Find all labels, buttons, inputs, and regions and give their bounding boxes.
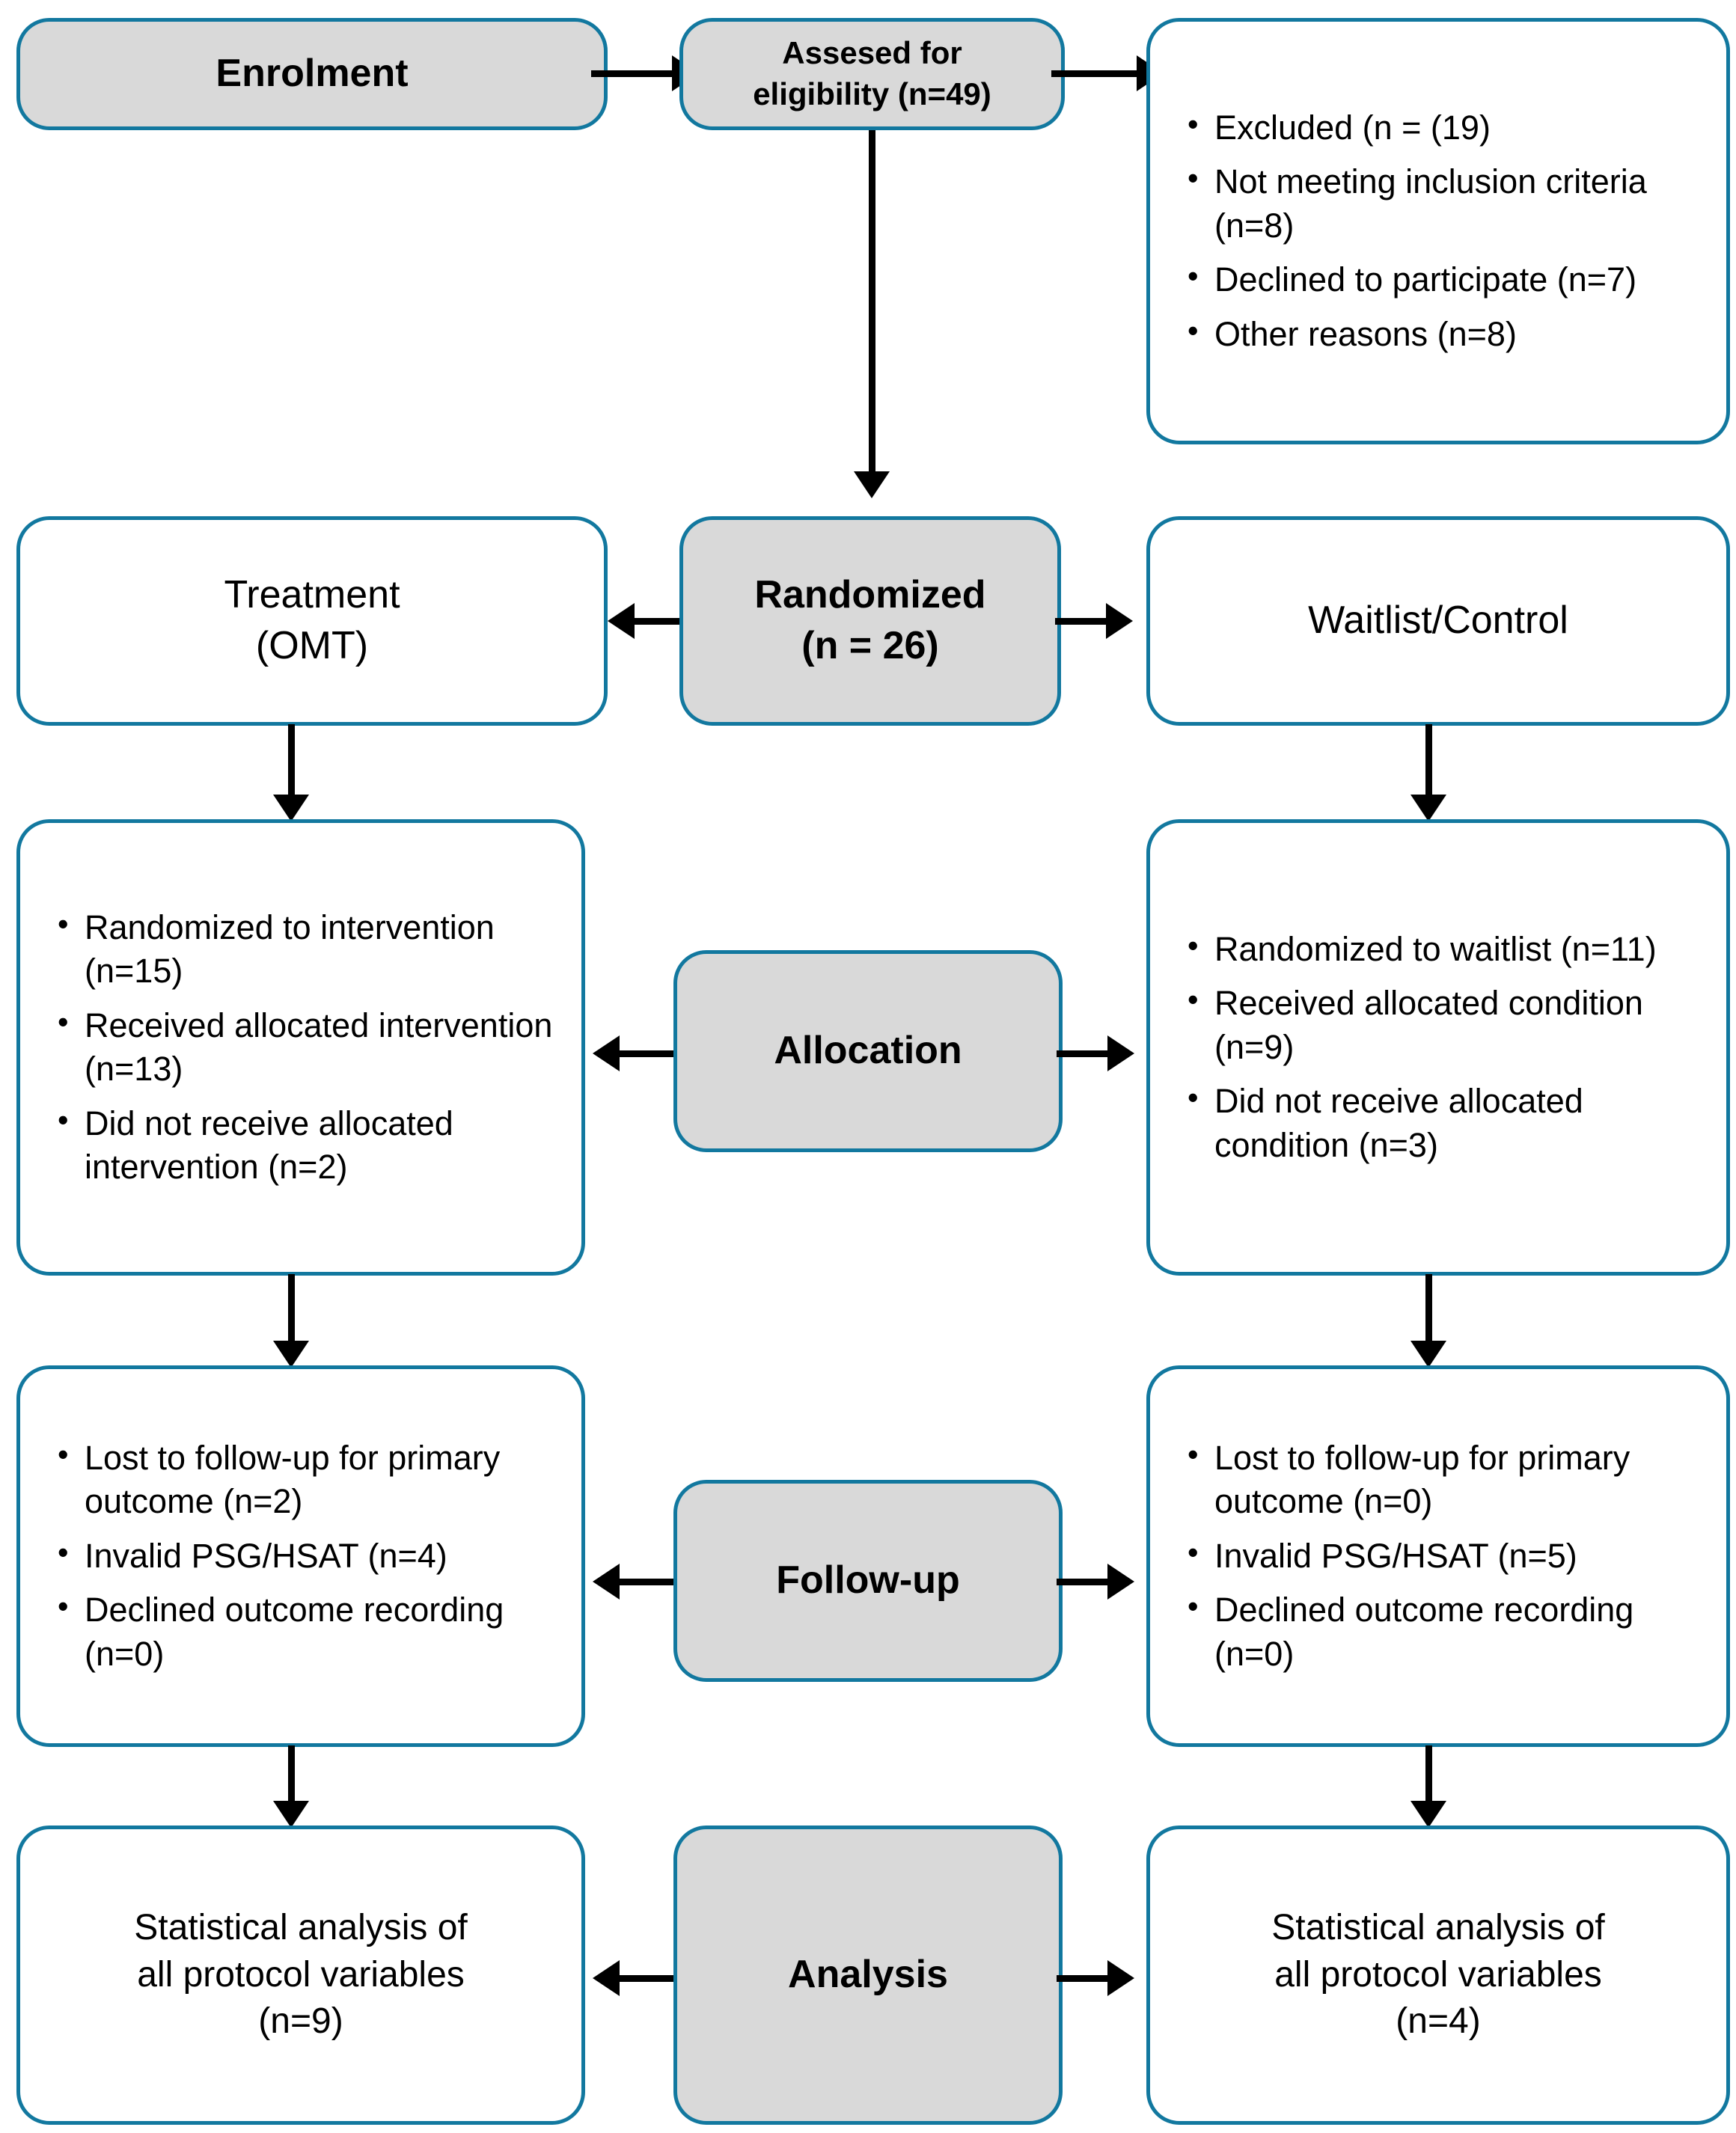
- analysis-stage-label: Analysis: [788, 1953, 948, 1997]
- list-item: Declined outcome recording (n=0): [1185, 1587, 1707, 1676]
- followup-stage-label: Follow-up: [776, 1558, 960, 1603]
- arrow-alloc-left-to-followup-left-line: [288, 1274, 295, 1349]
- arrow-waitlist-to-alloc-right-head: [1410, 795, 1446, 821]
- list-item: Received allocated condition (n=9): [1185, 980, 1707, 1069]
- list-item: Lost to follow-up for primary outcome (n…: [1185, 1435, 1707, 1524]
- treatment-arm-label: Treatment (OMT): [224, 573, 400, 667]
- list-item: Excluded (n = (19): [1185, 105, 1707, 150]
- arrow-followup-left-to-analysis-left-line: [288, 1745, 295, 1809]
- arrow-waitlist-to-alloc-right-line: [1425, 724, 1432, 803]
- arrow-randomized-to-treatment-line: [632, 618, 688, 625]
- arrow-analysis-to-left-line: [617, 1975, 677, 1982]
- list-item: Invalid PSG/HSAT (n=4): [55, 1533, 562, 1579]
- arrow-assessed-to-randomized-line: [869, 130, 875, 482]
- excluded-list: Excluded (n = (19) Not meeting inclusion…: [1150, 105, 1726, 357]
- analysis-right-box: Statistical analysis of all protocol var…: [1146, 1826, 1730, 2125]
- list-item: Lost to follow-up for primary outcome (n…: [55, 1435, 562, 1524]
- excluded-box: Excluded (n = (19) Not meeting inclusion…: [1146, 18, 1730, 444]
- followup-left-list: Lost to follow-up for primary outcome (n…: [20, 1435, 581, 1677]
- followup-right-box: Lost to follow-up for primary outcome (n…: [1146, 1365, 1730, 1747]
- arrow-treatment-to-alloc-left-head: [273, 795, 309, 821]
- arrow-analysis-to-left-head: [593, 1960, 620, 1996]
- arrow-treatment-to-alloc-left-line: [288, 724, 295, 803]
- followup-right-list: Lost to follow-up for primary outcome (n…: [1150, 1435, 1726, 1677]
- randomized-box: Randomized (n = 26): [679, 516, 1061, 726]
- arrow-randomized-to-treatment-head: [608, 603, 635, 639]
- list-item: Received allocated intervention (n=13): [55, 1003, 562, 1092]
- list-item: Did not receive allocated condition (n=3…: [1185, 1078, 1707, 1167]
- randomized-label: Randomized (n = 26): [754, 573, 986, 667]
- arrow-allocation-to-left-head: [593, 1035, 620, 1071]
- arrow-allocation-to-left-line: [617, 1050, 677, 1057]
- allocation-left-box: Randomized to intervention (n=15) Receiv…: [16, 819, 585, 1276]
- enrolment-stage-box: Enrolment: [16, 18, 608, 130]
- arrow-followup-right-to-analysis-right-head: [1410, 1801, 1446, 1828]
- treatment-arm-box: Treatment (OMT): [16, 516, 608, 726]
- list-item: Invalid PSG/HSAT (n=5): [1185, 1533, 1707, 1579]
- allocation-right-box: Randomized to waitlist (n=11) Received a…: [1146, 819, 1730, 1276]
- arrow-randomized-to-waitlist-head: [1106, 603, 1133, 639]
- arrow-alloc-right-to-followup-right-line: [1425, 1274, 1432, 1349]
- arrow-enrolment-to-assessed-line: [591, 70, 682, 77]
- list-item: Declined outcome recording (n=0): [55, 1587, 562, 1676]
- arrow-analysis-to-right-head: [1107, 1960, 1134, 1996]
- list-item: Randomized to waitlist (n=11): [1185, 926, 1707, 972]
- list-item: Other reasons (n=8): [1185, 311, 1707, 357]
- waitlist-arm-label: Waitlist/Control: [1308, 599, 1568, 643]
- arrow-allocation-to-right-head: [1107, 1035, 1134, 1071]
- arrow-followup-to-right-head: [1107, 1564, 1134, 1600]
- followup-stage-box: Follow-up: [673, 1480, 1063, 1682]
- allocation-stage-box: Allocation: [673, 950, 1063, 1152]
- analysis-right-text: Statistical analysis of all protocol var…: [1271, 1908, 1605, 2042]
- arrow-allocation-to-right-line: [1057, 1050, 1116, 1057]
- allocation-left-list: Randomized to intervention (n=15) Receiv…: [20, 905, 581, 1190]
- analysis-left-text: Statistical analysis of all protocol var…: [134, 1908, 468, 2042]
- arrow-analysis-to-right-line: [1057, 1975, 1116, 1982]
- analysis-stage-box: Analysis: [673, 1826, 1063, 2125]
- arrow-assessed-to-randomized-head: [854, 471, 890, 498]
- arrow-randomized-to-waitlist-line: [1055, 618, 1115, 625]
- arrow-assessed-to-excluded-line: [1051, 70, 1147, 77]
- arrow-followup-right-to-analysis-right-line: [1425, 1745, 1432, 1809]
- arrow-followup-to-right-line: [1057, 1579, 1116, 1585]
- arrow-followup-to-left-line: [617, 1579, 677, 1585]
- allocation-stage-label: Allocation: [774, 1029, 962, 1073]
- arrow-followup-left-to-analysis-left-head: [273, 1801, 309, 1828]
- list-item: Randomized to intervention (n=15): [55, 905, 562, 994]
- followup-left-box: Lost to follow-up for primary outcome (n…: [16, 1365, 585, 1747]
- waitlist-arm-box: Waitlist/Control: [1146, 516, 1730, 726]
- assessed-for-eligibility-text: Assesed for eligibility (n=49): [753, 35, 991, 111]
- enrolment-stage-label: Enrolment: [216, 52, 409, 96]
- arrow-followup-to-left-head: [593, 1564, 620, 1600]
- analysis-left-box: Statistical analysis of all protocol var…: [16, 1826, 585, 2125]
- allocation-right-list: Randomized to waitlist (n=11) Received a…: [1150, 926, 1726, 1168]
- arrow-alloc-left-to-followup-left-head: [273, 1341, 309, 1368]
- list-item: Declined to participate (n=7): [1185, 257, 1707, 302]
- list-item: Did not receive allocated intervention (…: [55, 1101, 562, 1190]
- list-item: Not meeting inclusion criteria (n=8): [1185, 159, 1707, 248]
- arrow-alloc-right-to-followup-right-head: [1410, 1341, 1446, 1368]
- assessed-for-eligibility-box: Assesed for eligibility (n=49): [679, 18, 1065, 130]
